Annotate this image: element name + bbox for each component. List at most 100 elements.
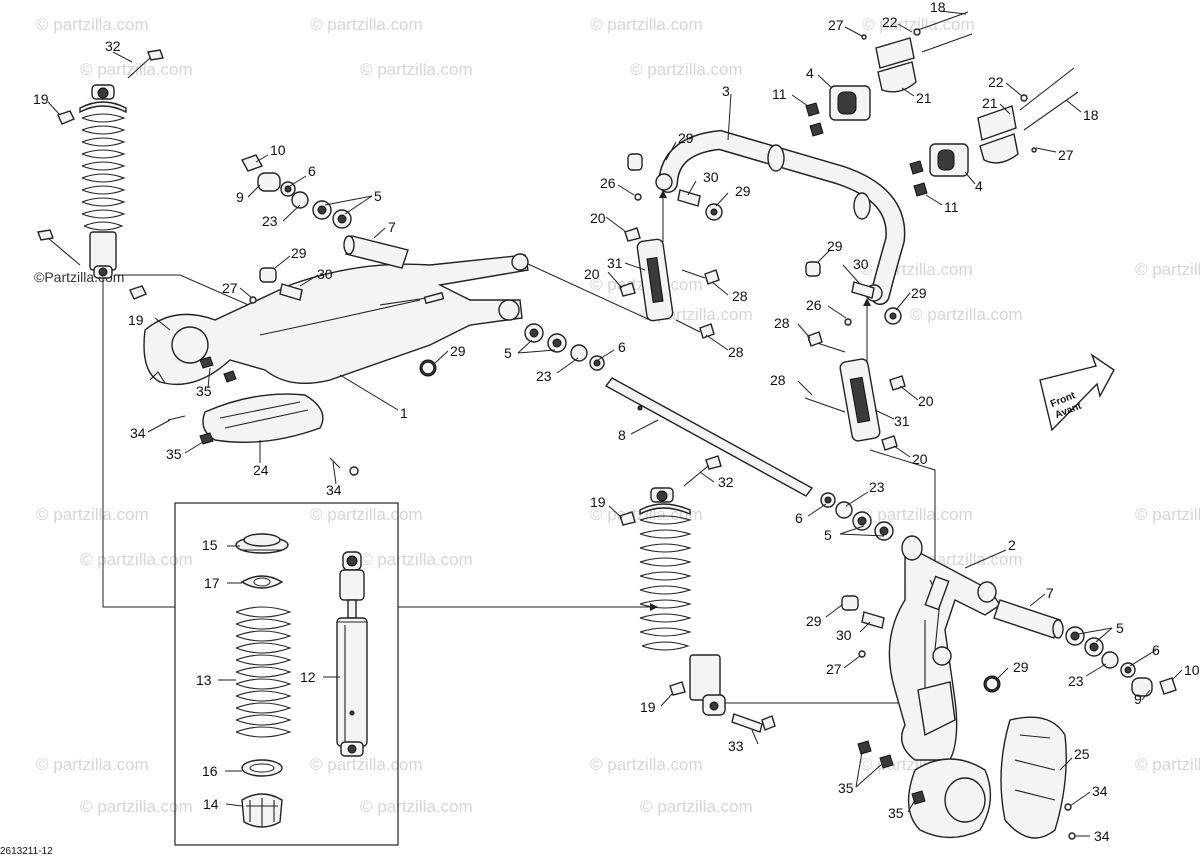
- stabilizer-left-hardware: [619, 153, 723, 339]
- callout-1: 1: [400, 405, 408, 421]
- bracket-clamps: [805, 11, 1079, 197]
- callout-22: 22: [988, 74, 1004, 90]
- skid-plate-24: [202, 393, 324, 443]
- callout-34: 34: [1094, 828, 1110, 844]
- callout-19: 19: [33, 91, 49, 107]
- callout-28: 28: [770, 372, 786, 388]
- callout-11: 11: [944, 199, 959, 215]
- stabilizer-bar-3: [655, 129, 906, 305]
- watermark: © partzilla.com: [590, 755, 703, 774]
- watermark: © partzilla.com: [36, 15, 149, 34]
- right-bushings: [820, 492, 1177, 697]
- callout-20: 20: [918, 393, 934, 409]
- callout-7: 7: [1046, 585, 1054, 601]
- callout-27: 27: [222, 280, 238, 296]
- diagram-reference-code: 2613211-12: [0, 846, 53, 857]
- callout-6: 6: [795, 510, 803, 526]
- callout-11: 11: [772, 86, 787, 102]
- callout-21: 21: [916, 90, 932, 106]
- callout-12: 12: [300, 669, 316, 685]
- watermark: © partzilla.com: [80, 797, 193, 816]
- watermark: © partzilla.com: [360, 550, 473, 569]
- watermark: © partzilla.com: [640, 797, 753, 816]
- callout-3: 3: [722, 83, 730, 99]
- watermark: © partzilla.com: [310, 505, 423, 524]
- callout-16: 16: [202, 763, 218, 779]
- callout-31: 31: [894, 413, 910, 429]
- callout-23: 23: [536, 368, 552, 384]
- right-shock-absorber: [619, 455, 776, 733]
- shock-detail-box: [174, 502, 399, 846]
- watermark: © partzilla.com: [630, 60, 743, 79]
- callout-34: 34: [130, 425, 146, 441]
- callout-6: 6: [308, 163, 316, 179]
- callout-29: 29: [1013, 659, 1029, 675]
- callout-18: 18: [930, 0, 946, 15]
- callout-23: 23: [1068, 673, 1084, 689]
- callout-26: 26: [600, 175, 616, 191]
- bolt-32-left: [127, 49, 164, 79]
- stabilizer-right-hardware: [804, 261, 906, 451]
- callout-31: 31: [607, 255, 623, 271]
- spring-seat-15: [235, 533, 289, 554]
- center-bushings: [524, 323, 605, 371]
- callout-9: 9: [1134, 691, 1142, 707]
- callout-5: 5: [374, 188, 382, 204]
- callout-27: 27: [828, 17, 844, 33]
- callout-29: 29: [911, 285, 927, 301]
- right-a-arm: [888, 535, 1001, 761]
- shock-damper-12: [336, 551, 368, 757]
- nut-19-left: [57, 110, 75, 125]
- callout-17: 17: [204, 575, 220, 591]
- callout-7: 7: [388, 219, 396, 235]
- front-direction-arrow: Front Avant: [1039, 353, 1115, 432]
- callout-20: 20: [584, 266, 600, 282]
- callout-28: 28: [732, 288, 748, 304]
- left-bushings: [240, 154, 437, 377]
- callout-13: 13: [196, 672, 212, 688]
- watermark: © partzilla.com: [36, 505, 149, 524]
- bolt-lower-left: [37, 229, 81, 266]
- callout-32: 32: [105, 38, 121, 54]
- callout-34: 34: [1092, 783, 1108, 799]
- callout-28: 28: [774, 315, 790, 331]
- callout-23: 23: [869, 479, 885, 495]
- pivot-shaft-8: [604, 377, 814, 497]
- callout-24: 24: [253, 462, 269, 478]
- callout-4: 4: [806, 65, 814, 81]
- watermark: © partzilla.com: [360, 60, 473, 79]
- watermark: © partzilla.com: [1135, 505, 1200, 524]
- watermark: © partzilla.com: [80, 550, 193, 569]
- callout-19: 19: [590, 494, 606, 510]
- skid-plate-25: [1000, 716, 1076, 840]
- watermark: © partzilla.com: [910, 305, 1023, 324]
- callout-30: 30: [836, 627, 852, 643]
- callout-27: 27: [826, 661, 842, 677]
- callout-21: 21: [982, 95, 998, 111]
- callout-18: 18: [1083, 107, 1099, 123]
- callout-20: 20: [590, 210, 606, 226]
- spring-retainer-17: [240, 575, 284, 589]
- left-a-arm: [143, 253, 529, 386]
- coil-spring-13: [235, 606, 292, 738]
- callout-22: 22: [882, 14, 898, 30]
- callout-35: 35: [196, 383, 212, 399]
- callout-29: 29: [735, 183, 751, 199]
- callout-30: 30: [317, 266, 333, 282]
- callout-6: 6: [1152, 642, 1160, 658]
- callout-14: 14: [203, 796, 219, 812]
- watermark: © partzilla.com: [80, 60, 193, 79]
- spring-seat-16: [241, 759, 283, 777]
- callout-29: 29: [678, 130, 694, 146]
- left-arm-hardware: [167, 356, 359, 476]
- watermark: © partzilla.com: [310, 755, 423, 774]
- adjuster-ring-14: [241, 793, 283, 828]
- callout-8: 8: [618, 427, 626, 443]
- callout-5: 5: [824, 527, 832, 543]
- callout-25: 25: [1074, 746, 1090, 762]
- callout-19: 19: [128, 312, 144, 328]
- callout-15: 15: [202, 537, 218, 553]
- callout-23: 23: [262, 213, 278, 229]
- callout-leaders: [47, 10, 1183, 837]
